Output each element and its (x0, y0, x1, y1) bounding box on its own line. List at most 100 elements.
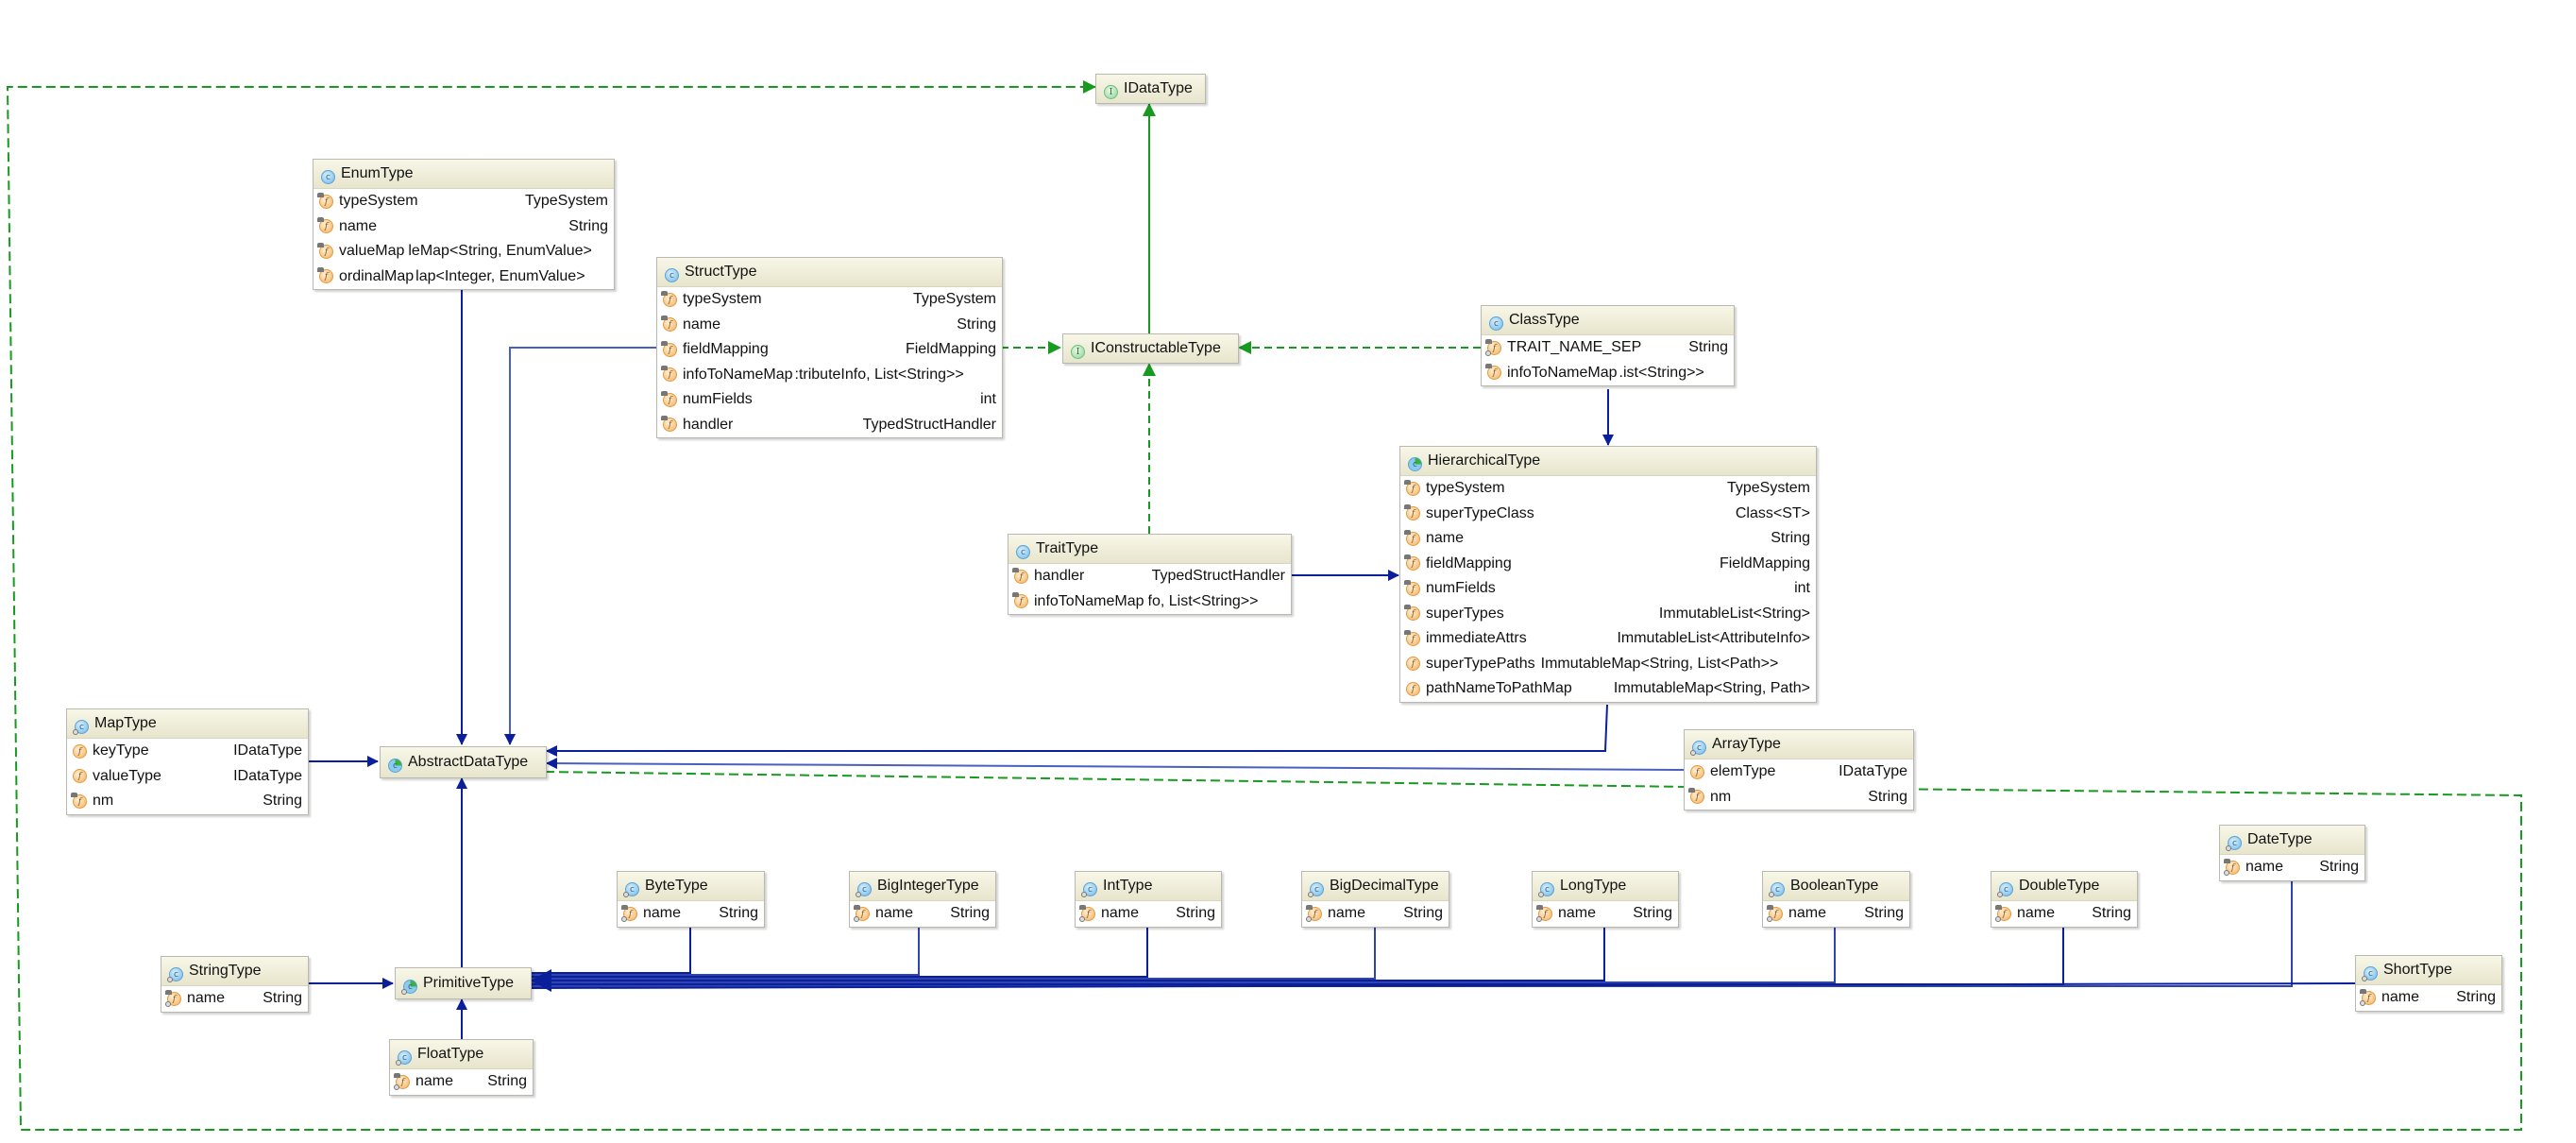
field-type: Class<ST> (1735, 504, 1810, 521)
field-name: valueType (93, 767, 161, 784)
field-type: ImmutableMap<String, List<Path>> (1540, 655, 1779, 672)
edge-arraytype-abstractdatatype (546, 758, 1685, 771)
static-class-icon: c (2226, 836, 2242, 851)
field-name: superTypePaths (1426, 655, 1535, 672)
static-final-field-icon: f (854, 904, 870, 922)
class-icon: c (321, 170, 335, 184)
class-name: IntType (1103, 878, 1153, 894)
field-name: numFields (1426, 580, 1496, 596)
field-name: name (339, 217, 378, 234)
field-name: name (1101, 905, 1140, 921)
field-type: String (2319, 859, 2359, 875)
field-name: infoToNameMap (1507, 364, 1618, 381)
class-name: AbstractDataType (408, 754, 529, 770)
field-type: TypeSystem (524, 193, 608, 209)
field-name: typeSystem (1426, 480, 1505, 496)
static-class-icon: c (623, 882, 639, 897)
final-field-icon: f (317, 192, 333, 209)
class-name: ShortType (2383, 962, 2452, 978)
final-field-icon: f (1404, 479, 1420, 496)
field-name: immediateAttrs (1426, 630, 1527, 646)
class-name: BooleanType (1790, 878, 1879, 894)
static-class-icon: c (1081, 882, 1097, 897)
field-name: name (1558, 905, 1597, 921)
field-name: pathNameToPathMap (1426, 680, 1572, 696)
field-name: nm (93, 793, 114, 809)
static-final-field-icon: f (165, 989, 181, 1007)
final-field-icon: f (71, 792, 87, 809)
static-class-icon: c (856, 882, 872, 897)
field-type: int (980, 391, 996, 407)
static-class-icon: c (2362, 966, 2378, 981)
